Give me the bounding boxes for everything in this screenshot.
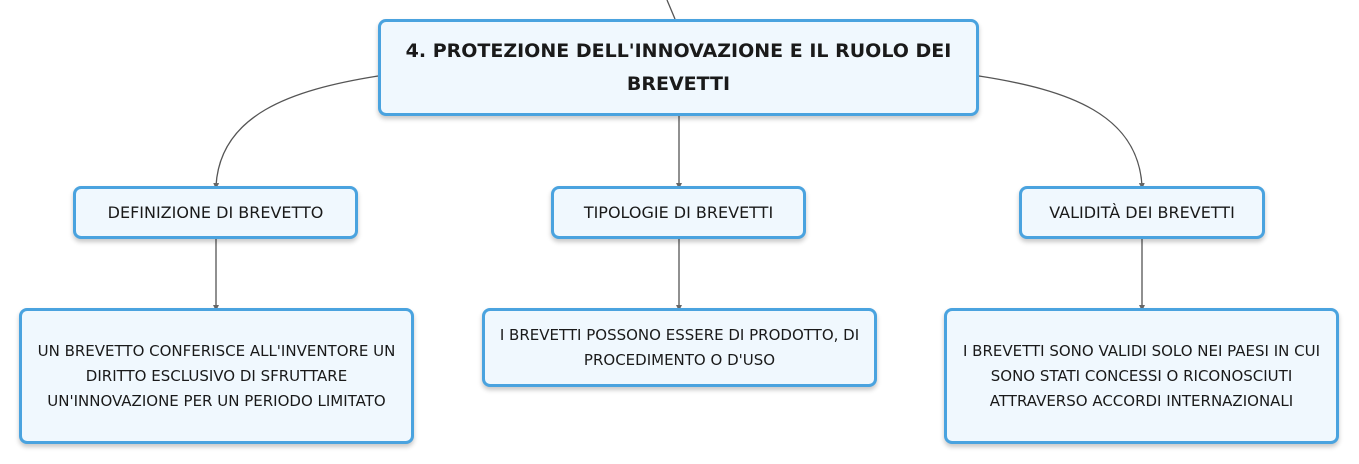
root-topic-node[interactable]: 4. PROTEZIONE DELL'INNOVAZIONE E IL RUOL… — [378, 19, 979, 116]
detail-definizione-node[interactable]: UN BREVETTO CONFERISCE ALL'INVENTORE UN … — [19, 308, 414, 444]
branch-tipologie-node[interactable]: TIPOLOGIE DI BREVETTI — [551, 186, 806, 239]
connector-root-to-validita — [978, 75, 1145, 189]
detail-validita-node[interactable]: I BREVETTI SONO VALIDI SOLO NEI PAESI IN… — [944, 308, 1339, 444]
detail-tipologie-text: I BREVETTI POSSONO ESSERE DI PRODOTTO, D… — [499, 325, 860, 369]
connector-parent-to-root — [666, 0, 676, 20]
connector-root-to-definizione — [213, 75, 379, 189]
detail-validita-text: I BREVETTI SONO VALIDI SOLO NEI PAESI IN… — [962, 341, 1321, 410]
branch-definizione-node[interactable]: DEFINIZIONE DI BREVETTO — [73, 186, 358, 239]
branch-validita-label: VALIDITÀ DEI BREVETTI — [1049, 203, 1235, 222]
branch-validita-node[interactable]: VALIDITÀ DEI BREVETTI — [1019, 186, 1265, 239]
branch-definizione-label: DEFINIZIONE DI BREVETTO — [107, 203, 324, 222]
detail-definizione-text: UN BREVETTO CONFERISCE ALL'INVENTORE UN … — [37, 341, 396, 410]
detail-tipologie-node[interactable]: I BREVETTI POSSONO ESSERE DI PRODOTTO, D… — [482, 308, 877, 387]
root-topic-label: 4. PROTEZIONE DELL'INNOVAZIONE E IL RUOL… — [405, 39, 952, 95]
branch-tipologie-label: TIPOLOGIE DI BREVETTI — [583, 203, 774, 222]
